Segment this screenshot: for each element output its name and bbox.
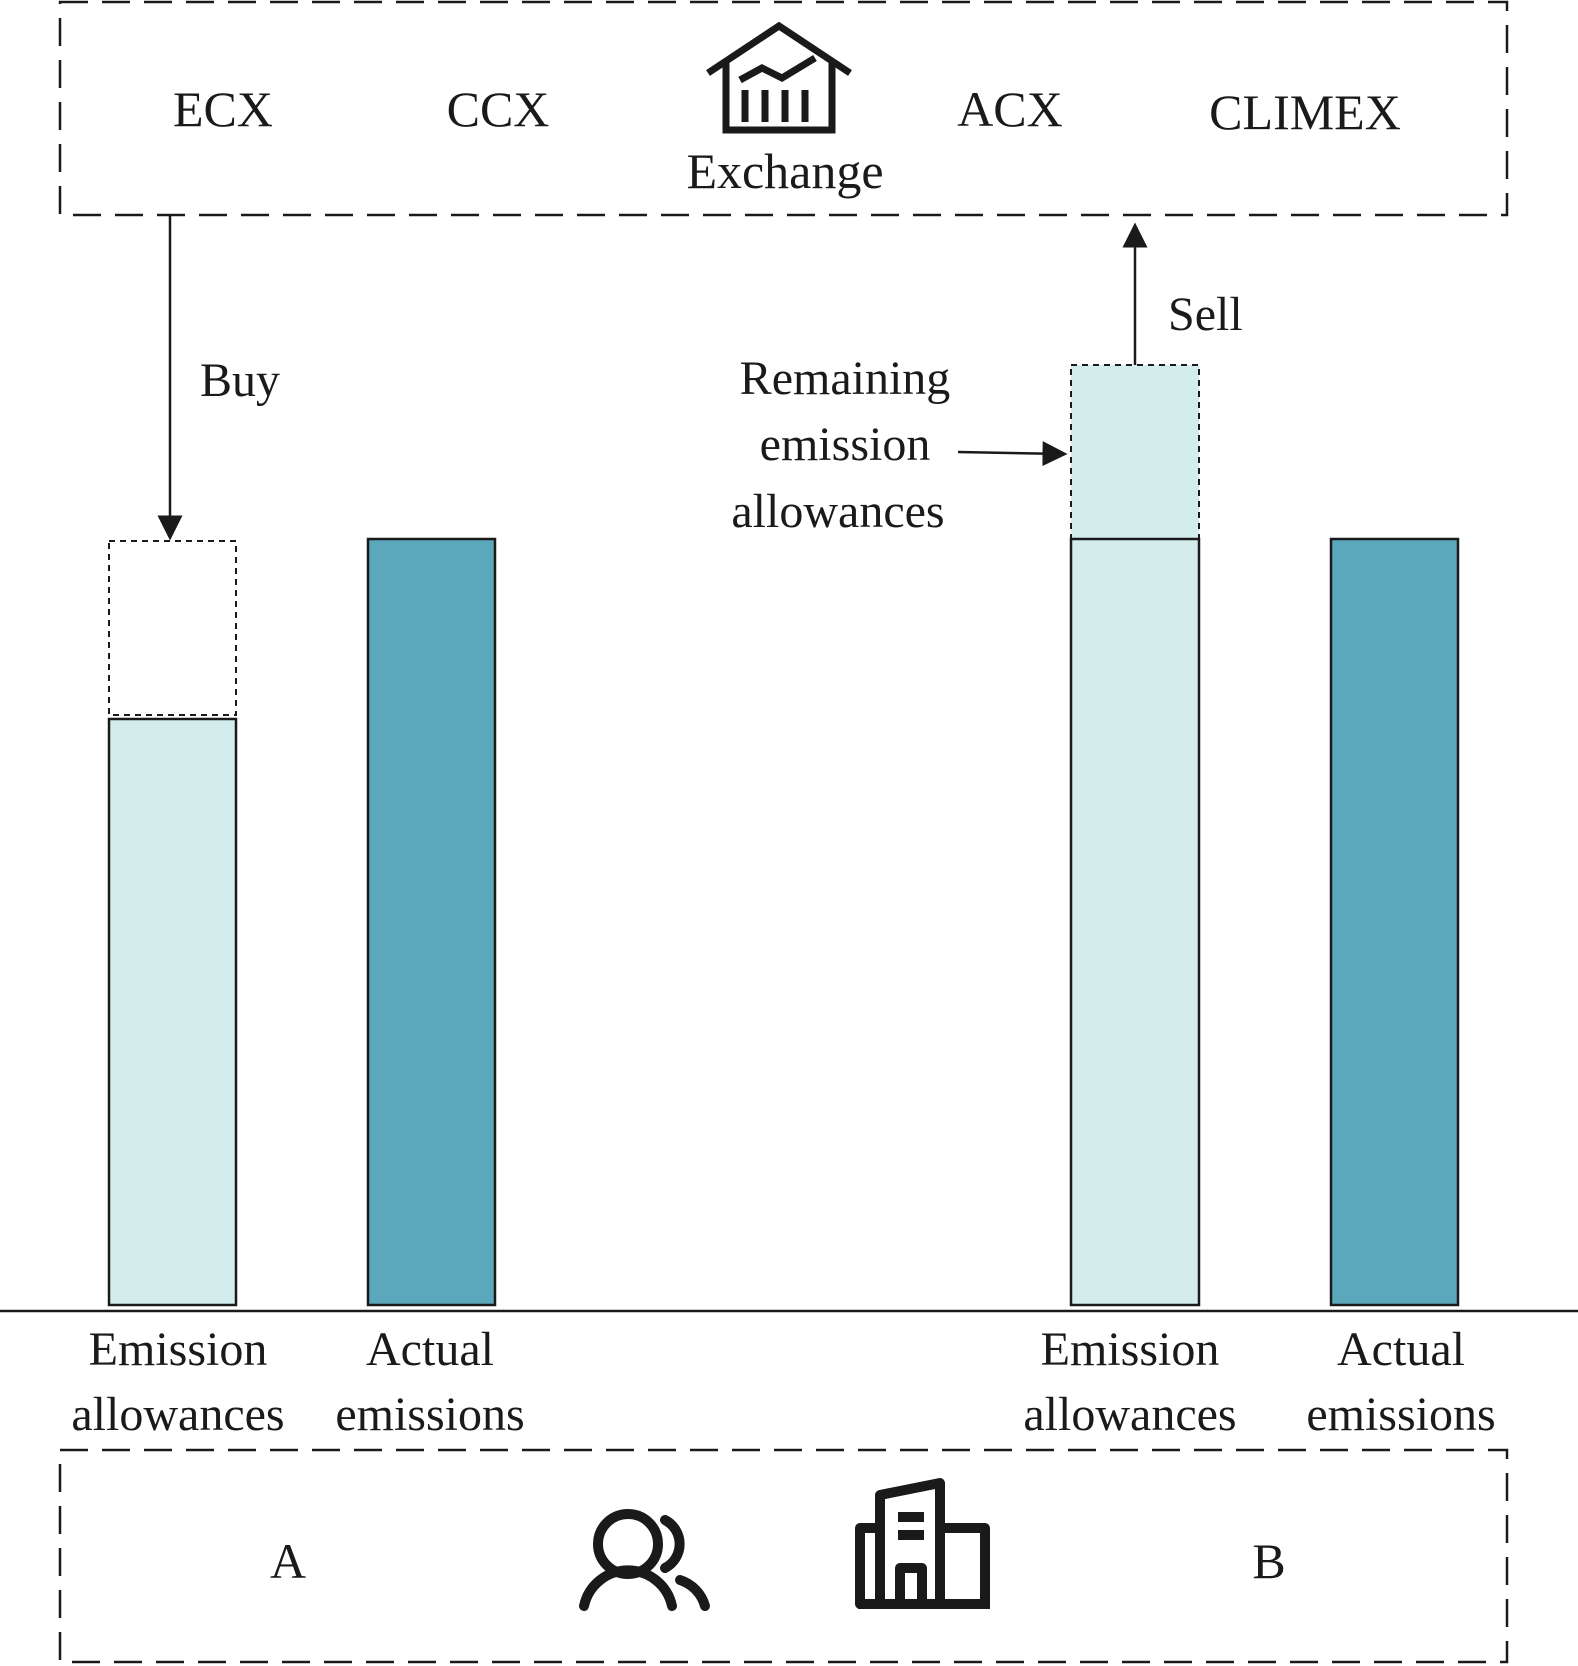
b-allowance-label-1: Emission [1041, 1323, 1220, 1376]
a-emission-label-1: Actual [366, 1323, 494, 1376]
a-allowance-label-1: Emission [89, 1323, 268, 1376]
market-ecx: ECX [173, 81, 273, 137]
company-a-label: A [270, 1533, 306, 1589]
a-allowance-label-2: allowances [71, 1388, 284, 1441]
remaining-label-line-3: allowances [731, 485, 944, 538]
a-allowance-shortfall [108, 540, 237, 716]
remaining-label-line-1: Remaining [740, 352, 951, 405]
b-emission-label-2: emissions [1306, 1388, 1495, 1441]
a-emission-bar [366, 537, 497, 1307]
b-remaining-allowance [1070, 364, 1200, 540]
users-icon [579, 1509, 710, 1611]
b-emission-label-1: Actual [1337, 1323, 1465, 1376]
b-allowance-bar [1069, 537, 1201, 1307]
market-climex: CLIMEX [1209, 84, 1401, 140]
remaining-arrow [957, 441, 1068, 467]
a-allowance-bar [107, 717, 238, 1307]
exchange-box [58, 0, 1509, 217]
companies-box [58, 1448, 1509, 1664]
company-b-label: B [1252, 1533, 1285, 1589]
a-emission-label-2: emissions [335, 1388, 524, 1441]
market-acx: ACX [957, 81, 1063, 137]
b-allowance-label-2: allowances [1023, 1388, 1236, 1441]
exchange-building-chart-icon [706, 21, 852, 134]
buy-label: Buy [200, 354, 280, 407]
exchange-label: Exchange [686, 143, 883, 199]
remaining-label-line-2: emission [760, 418, 931, 471]
b-emission-bar [1329, 537, 1460, 1307]
office-building-icon [855, 1478, 990, 1609]
market-ccx: CCX [447, 81, 550, 137]
sell-label: Sell [1168, 288, 1243, 341]
